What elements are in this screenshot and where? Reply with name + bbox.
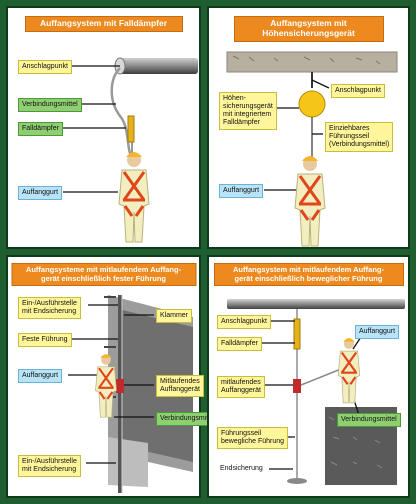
self-retracting-device [298, 90, 326, 118]
label-klammer: Klammer [156, 309, 193, 324]
label-auffanggurt: Auffanggurt [18, 186, 63, 201]
anchor-beam [120, 58, 198, 74]
panel-falldaempfer: Auffangsystem mit Falldämpfer Anschlagpu… [6, 6, 201, 249]
anchor-beam [227, 299, 405, 309]
end-stop [287, 478, 307, 484]
label-endsicherung: Endsicherung [220, 465, 263, 472]
label-anschlagpunkt: Anschlagpunkt [18, 60, 72, 75]
label-verbindungsmittel: Verbindungsmittel [337, 413, 401, 428]
panel-hoehensicherung: Auffangsystem mit Höhensicherungsgerät A… [207, 6, 410, 249]
panel-title: Auffangsystem mit Falldämpfer [24, 16, 183, 32]
lanyard [110, 67, 134, 159]
panel-feste-fuehrung: Auffangsysteme mit mitlaufendem Auffang-… [6, 255, 220, 498]
label-falldaempfer: Falldämpfer [18, 122, 63, 137]
panel-title-line1: Auffangsysteme mit mitlaufendem Auffang- [25, 265, 182, 274]
label-hoehensicherungsgeraet: Höhen- sicherungsgerät mit integriertem … [219, 92, 277, 131]
panel-illustration [226, 51, 398, 247]
concrete-ceiling [226, 51, 398, 73]
label-einziehbares-fuehrungsseil: Einziehbares Führungsseil (Verbindungsmi… [325, 122, 394, 153]
label-mitlaufendes-auffanggeraet: mitlaufendes Auffanggerät [217, 376, 265, 399]
label-einaus-unten: Ein-/Ausführstelle mit Endsicherung [18, 455, 81, 478]
label-feste-fuehrung: Feste Führung [18, 333, 72, 348]
wall-lower [108, 437, 148, 487]
panel-title: Auffangsystem mit mitlaufendem Auffang- … [213, 263, 404, 287]
label-mitlaufendes-auffanggeraet: Mitlaufendes Auffanggerät [156, 375, 204, 398]
panel-title-line1: Auffangsystem mit [270, 18, 347, 28]
shock-absorber [293, 318, 301, 350]
worker-figure [337, 338, 361, 404]
panel-title-line2: Höhensicherungsgerät [262, 27, 355, 38]
panel-title-line2: gerät einschließlich fester Führung [40, 273, 167, 283]
label-einaus-oben: Ein-/Ausführstelle mit Endsicherung [18, 297, 81, 320]
panel-title-line2: gerät einschließlich beweglicher Führung [234, 273, 383, 283]
panel-bewegliche-fuehrung: Auffangsystem mit mitlaufendem Auffang- … [207, 255, 410, 498]
panel-title: Auffangsysteme mit mitlaufendem Auffang-… [11, 263, 196, 287]
guided-fall-arrester [293, 379, 301, 393]
label-verbindungsmittel: Verbindungsmittel [18, 98, 82, 113]
label-auffanggurt: Auffanggurt [355, 325, 400, 340]
worker-figure [118, 152, 150, 243]
label-anschlagpunkt: Anschlagpunkt [217, 315, 271, 330]
panel-illustration [63, 57, 198, 243]
label-falldaempfer: Falldämpfer [217, 337, 262, 352]
label-auffanggurt: Auffanggurt [18, 369, 63, 384]
worker-figure [294, 156, 326, 247]
panel-title-line1: Auffangsystem mit mitlaufendem Auffang- [233, 265, 384, 274]
guided-fall-arrester [116, 379, 124, 393]
panel-title: Auffangsystem mit Höhensicherungsgerät [233, 16, 384, 42]
worker-figure [95, 354, 117, 418]
label-fuehrungsseil: Führungsseil bewegliche Führung [217, 427, 289, 450]
shock-absorber [127, 115, 135, 143]
label-auffanggurt: Auffanggurt [219, 184, 264, 199]
label-anschlagpunkt: Anschlagpunkt [331, 84, 385, 99]
